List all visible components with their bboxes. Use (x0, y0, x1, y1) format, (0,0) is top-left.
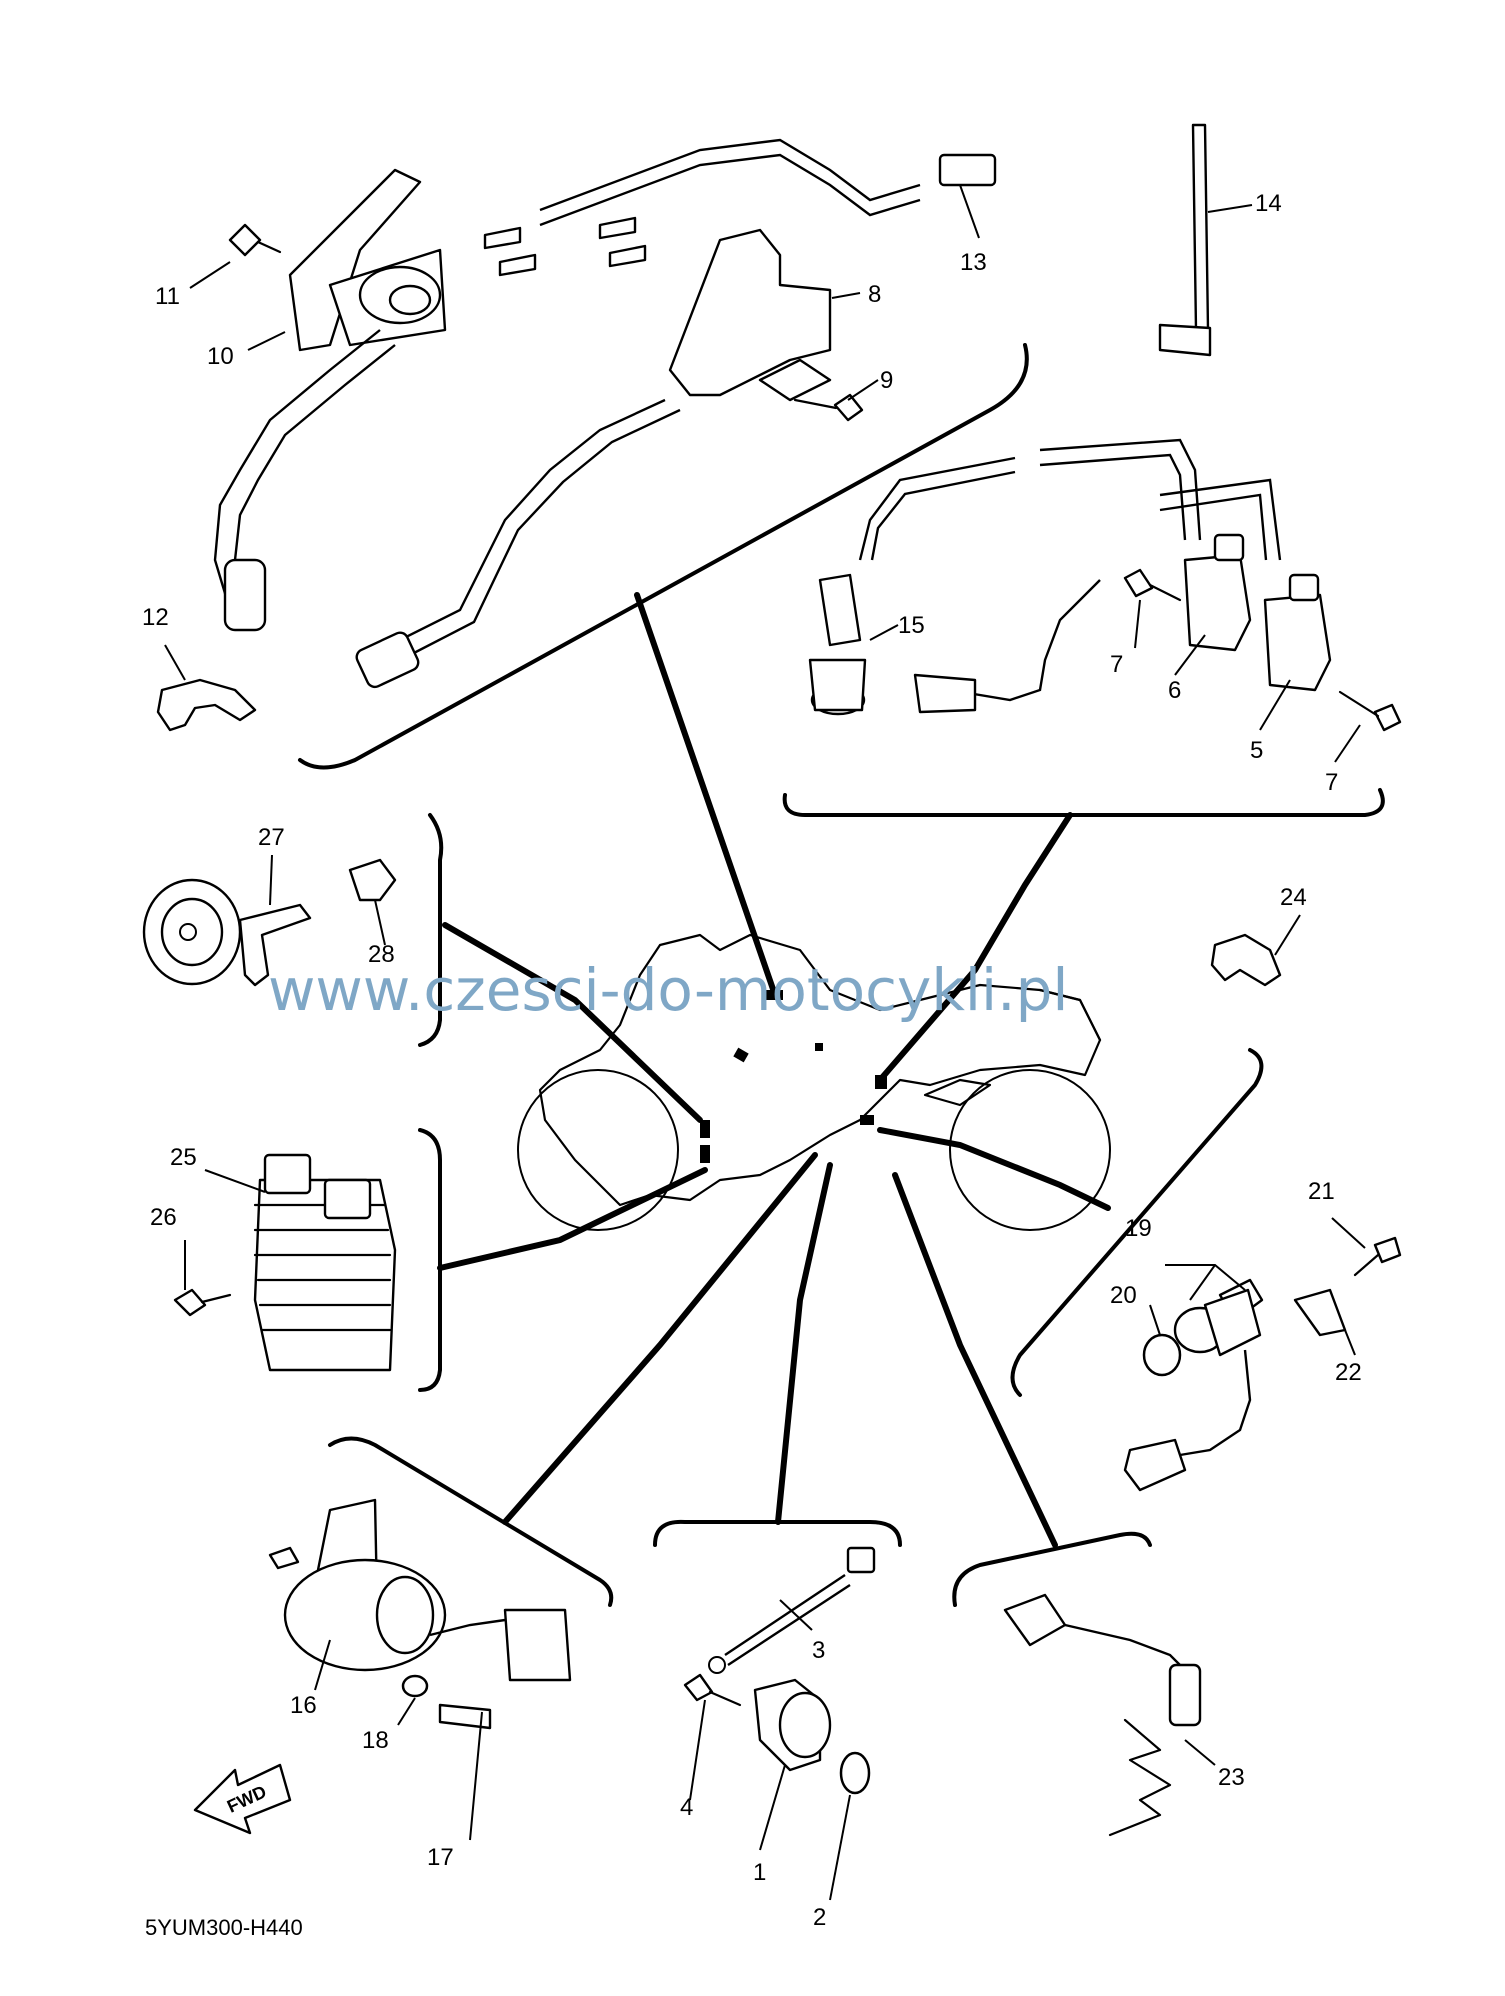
callout-28: 28 (368, 941, 395, 968)
clamp (156, 678, 257, 732)
horn (142, 858, 397, 987)
callout-23: 23 (1218, 1764, 1245, 1791)
callout-19: 19 (1125, 1215, 1152, 1242)
callout-15: 15 (898, 612, 925, 639)
callout-16: 16 (290, 1692, 317, 1719)
speed-sensor-lead (683, 1546, 876, 1795)
callout-26: 26 (150, 1204, 177, 1231)
harness-connectors (700, 990, 887, 1163)
callout-14: 14 (1255, 190, 1282, 217)
leader-lines (164, 184, 1366, 1901)
connector-lines (437, 592, 1111, 1548)
callout-6: 6 (1168, 677, 1181, 704)
cable-tie (1158, 123, 1212, 357)
watermark-text: www.czesci-do-motocykli.pl (268, 956, 1069, 1024)
callout-12: 12 (142, 604, 169, 631)
callout-24: 24 (1280, 884, 1307, 911)
drawing-code: 5YUM300-H440 (145, 1915, 303, 1940)
callout-18: 18 (362, 1727, 389, 1754)
neutral-switch-lead (1003, 1593, 1202, 1837)
callout-5: 5 (1250, 737, 1263, 764)
forward-direction-arrow (193, 1763, 292, 1835)
callout-22: 22 (1335, 1359, 1362, 1386)
clip (1210, 933, 1282, 987)
callout-4: 4 (680, 1794, 693, 1821)
callout-2: 2 (813, 1904, 826, 1931)
callout-13: 13 (960, 249, 987, 276)
callout-3: 3 (812, 1637, 825, 1664)
starter-relay (268, 1498, 572, 1730)
motorcycle-silhouette (517, 933, 1111, 1231)
callout-11: 11 (155, 283, 180, 310)
callout-10: 10 (207, 343, 234, 370)
callout-1: 1 (753, 1859, 766, 1886)
callout-7a: 7 (1110, 651, 1123, 678)
callout-8: 8 (868, 281, 881, 308)
callout-7b: 7 (1325, 769, 1338, 796)
callout-labels: 1 2 3 4 5 6 7 7 8 9 10 11 12 13 14 15 16… (142, 190, 1362, 1931)
callout-21: 21 (1308, 1178, 1335, 1205)
callout-9: 9 (880, 367, 893, 394)
rectifier-regulator (173, 1153, 397, 1372)
callout-17: 17 (427, 1844, 454, 1871)
callout-27: 27 (258, 824, 285, 851)
ignition-coil-group (213, 138, 997, 632)
callout-20: 20 (1110, 1282, 1137, 1309)
callout-25: 25 (170, 1144, 197, 1171)
second-plug-lead (355, 228, 864, 689)
twin-ignition-coils (808, 438, 1402, 732)
